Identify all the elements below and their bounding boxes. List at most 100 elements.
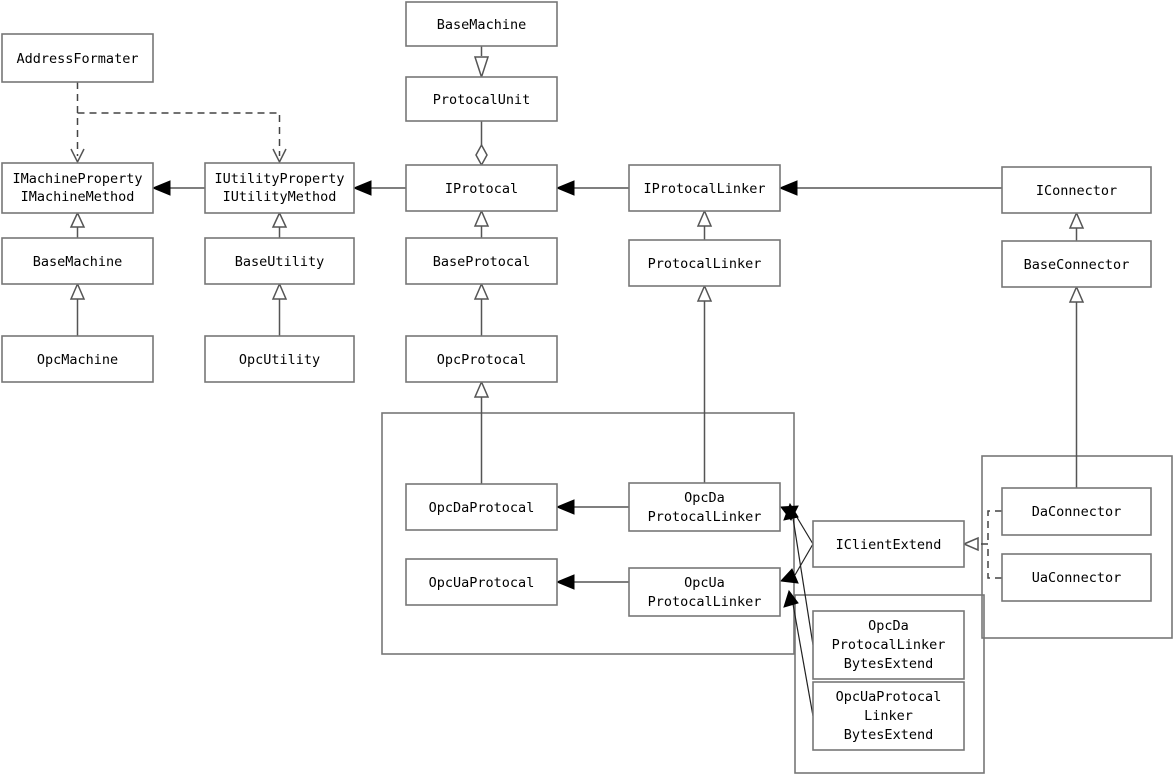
class-label: OpcProtocal	[437, 352, 526, 368]
arrowhead-assoc-iprotocallinker	[778, 180, 798, 196]
group-extend	[794, 594, 985, 774]
arrowhead-realization-iprotocallinker	[696, 209, 713, 227]
class-label-line1: OpcDa	[684, 490, 725, 506]
class-node-opcuaprotocallinker[interactable]: OpcUa ProtocalLinker	[628, 567, 781, 617]
class-box[interactable]	[1001, 166, 1152, 214]
arrowhead-assoc-iutilityproperty	[352, 180, 372, 196]
class-box[interactable]	[405, 76, 558, 122]
class-node-protocallinker[interactable]: ProtocalLinker	[628, 239, 781, 287]
class-node-opcprotocal[interactable]: OpcProtocal	[405, 335, 558, 383]
arrowhead-assoc-opcdaprotocal	[555, 499, 575, 515]
class-box[interactable]	[628, 239, 781, 287]
class-box[interactable]	[405, 483, 558, 531]
class-node-basemachine-top[interactable]: BaseMachine	[405, 1, 558, 47]
arrowhead-realization-iprotocal	[473, 209, 490, 227]
edge-opcdabytesextend-to-opcdaprotocallinker	[792, 517, 814, 646]
class-node-opcmachine[interactable]: OpcMachine	[1, 335, 154, 383]
group-protocal-impl	[381, 412, 795, 655]
class-label: IConnector	[1036, 183, 1117, 199]
class-label-line2: ProtocalLinker	[648, 509, 762, 525]
class-node-basemachine-left[interactable]: BaseMachine	[1, 237, 154, 285]
class-label: OpcUtility	[239, 352, 320, 368]
class-box[interactable]	[628, 164, 781, 212]
edge-iclientextend-to-opcuaprotocallinker	[794, 543, 814, 576]
class-node-baseprotocal[interactable]: BaseProtocal	[405, 237, 558, 285]
class-label-line3: BytesExtend	[844, 727, 933, 743]
class-node-imachineproperty[interactable]: IMachineProperty IMachineMethod	[1, 162, 154, 214]
class-node-daconnector[interactable]: DaConnector	[1001, 487, 1152, 536]
class-box[interactable]	[405, 164, 558, 212]
class-label-line2: ProtocalLinker	[832, 637, 946, 653]
class-label: BaseMachine	[33, 254, 122, 270]
class-box[interactable]	[628, 482, 781, 532]
class-box[interactable]	[405, 335, 558, 383]
class-box[interactable]	[1, 162, 154, 214]
class-node-opcdaprotocal[interactable]: OpcDaProtocal	[405, 483, 558, 531]
edge-iclientextend-to-opcdaprotocallinker	[794, 513, 814, 545]
class-label-line1: OpcDa	[868, 618, 909, 634]
class-node-uaconnector[interactable]: UaConnector	[1001, 553, 1152, 602]
arrowhead-assoc-iprotocal	[555, 180, 575, 196]
class-node-opcutility[interactable]: OpcUtility	[204, 335, 355, 383]
class-box[interactable]	[1, 33, 154, 83]
class-node-iconnector[interactable]: IConnector	[1001, 166, 1152, 214]
class-box[interactable]	[204, 162, 355, 214]
class-node-opcdaprotocallinker[interactable]: OpcDa ProtocalLinker	[628, 482, 781, 532]
arrowhead-assoc-opcuaprotocal	[555, 574, 575, 590]
class-label: BaseMachine	[437, 17, 526, 33]
arrowhead-generalization-baseconnector	[1068, 285, 1085, 303]
class-box[interactable]	[1, 237, 154, 285]
edge-daconnector-to-iclientextend	[987, 510, 1002, 544]
class-node-baseutility[interactable]: BaseUtility	[204, 237, 355, 285]
class-box[interactable]	[204, 237, 355, 285]
class-label-line2: IUtilityMethod	[223, 189, 337, 205]
arrowhead-assoc-opcuaprotocallinker-bytes	[783, 589, 799, 608]
arrowhead-realization-iclientextend	[962, 536, 979, 552]
class-node-iprotocallinker[interactable]: IProtocalLinker	[628, 164, 781, 212]
class-node-opcuaprotocal[interactable]: OpcUaProtocal	[405, 558, 558, 606]
class-label: OpcMachine	[37, 352, 118, 368]
class-box[interactable]	[405, 237, 558, 285]
class-box[interactable]	[405, 1, 558, 47]
class-box[interactable]	[812, 520, 965, 568]
class-label-line2: IMachineMethod	[21, 189, 135, 205]
class-node-opcdaprotocallinkerbytesextend[interactable]: OpcDa ProtocalLinker BytesExtend	[812, 610, 965, 680]
arrowhead-dependency-iutilityproperty	[272, 148, 287, 164]
class-node-iprotocal[interactable]: IProtocal	[405, 164, 558, 212]
class-box[interactable]	[812, 610, 965, 680]
arrowhead-assoc-opcuaprotocallinker	[779, 568, 799, 584]
class-node-opcuaprotocallinkerbytesextend[interactable]: OpcUaProtocal Linker BytesExtend	[812, 681, 965, 751]
class-box[interactable]	[405, 558, 558, 606]
class-node-protocalunit[interactable]: ProtocalUnit	[405, 76, 558, 122]
arrowhead-realization-iutilityproperty	[271, 211, 288, 228]
arrowhead-assoc-opcdaprotocallinker-bytes	[783, 502, 799, 521]
class-box[interactable]	[204, 335, 355, 383]
class-box[interactable]	[1001, 553, 1152, 602]
class-box[interactable]	[1001, 240, 1152, 288]
class-label-line2: ProtocalLinker	[648, 594, 762, 610]
relation-lines	[69, 46, 1085, 717]
arrowhead-dependency-imachineproperty	[70, 148, 85, 164]
class-node-iclientextend[interactable]: IClientExtend	[812, 520, 965, 568]
class-node-iutilityproperty[interactable]: IUtilityProperty IUtilityMethod	[204, 162, 355, 214]
class-node-addressformater[interactable]: AddressFormater	[1, 33, 154, 83]
edge-addressformater-to-iutilityproperty	[77, 112, 281, 156]
arrowhead-generalization-basemachineleft	[69, 282, 86, 300]
arrowhead-realization-protocalunit	[473, 56, 490, 80]
edge-uaconnector-to-iclientextend	[987, 544, 1002, 579]
class-box[interactable]	[628, 567, 781, 617]
arrowhead-generalization-protocallinker	[696, 284, 713, 302]
arrowhead-generalization-baseutility	[271, 282, 288, 300]
class-box[interactable]	[1, 335, 154, 383]
class-label: ProtocalUnit	[433, 92, 531, 108]
class-label-line1: OpcUaProtocal	[836, 689, 942, 705]
arrowhead-assoc-imachineproperty	[151, 180, 171, 196]
class-node-baseconnector[interactable]: BaseConnector	[1001, 240, 1152, 288]
class-label-line1: IUtilityProperty	[214, 171, 344, 187]
class-label: OpcDaProtocal	[429, 500, 535, 516]
class-box[interactable]	[812, 681, 965, 751]
class-label: IProtocalLinker	[644, 181, 766, 197]
class-box[interactable]	[1001, 487, 1152, 536]
